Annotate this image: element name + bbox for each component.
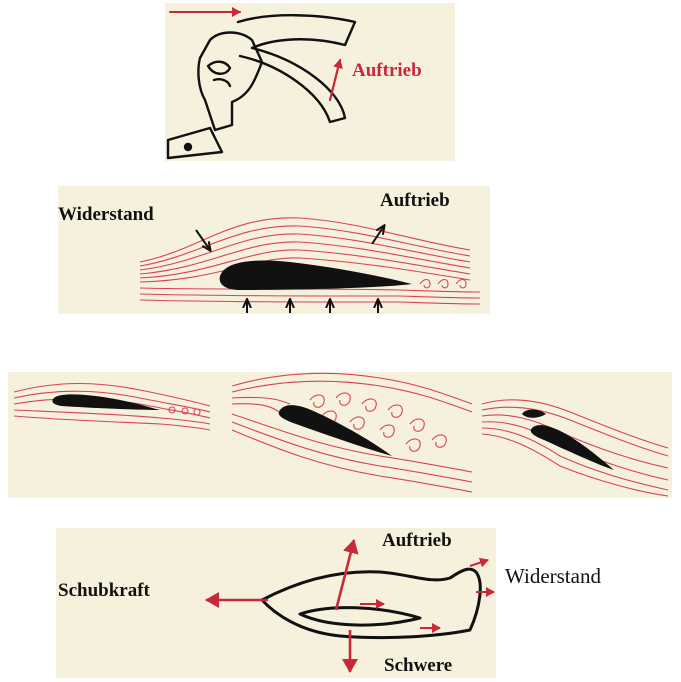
- panel4-thrust-label: Schubkraft: [58, 580, 150, 602]
- lift-pointer-arrow: [372, 226, 384, 244]
- panel2-lift-label: Auftrieb: [380, 190, 450, 212]
- force-arrows: [206, 540, 494, 672]
- panel4-lift-label: Auftrieb: [382, 530, 452, 552]
- panel4-drag-label: Widerstand: [505, 564, 601, 589]
- hand-holding-paper-drawing: [168, 12, 355, 158]
- lift-arrow: [330, 60, 340, 100]
- panel2-drag-label: Widerstand: [58, 204, 154, 226]
- drag-arrow-1: [470, 560, 488, 566]
- panel4-weight-label: Schwere: [384, 655, 452, 677]
- sleeve: [168, 128, 222, 158]
- airfoil-low-angle: [52, 394, 160, 410]
- airfoil-shape: [220, 261, 412, 290]
- airfoil-streamlines: [140, 218, 480, 304]
- panel1-lift-label: Auftrieb: [352, 60, 422, 82]
